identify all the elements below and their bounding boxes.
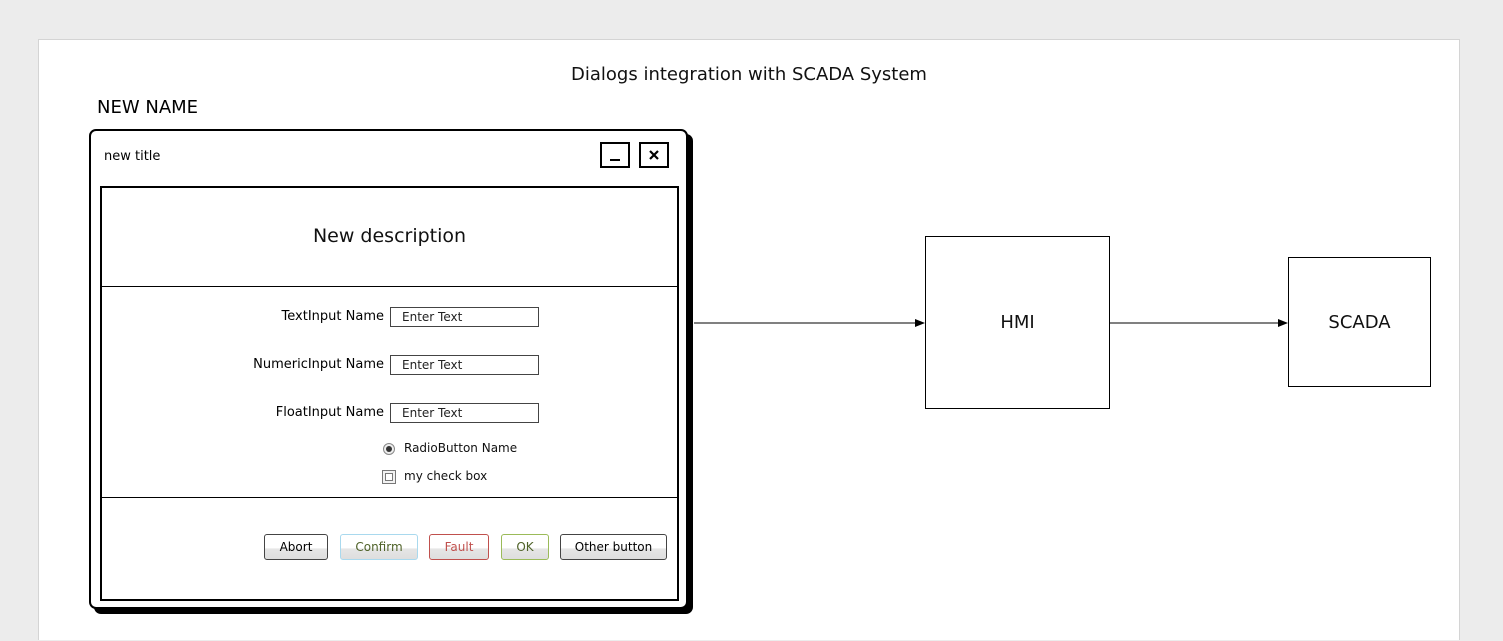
divider <box>102 497 677 498</box>
minimize-button[interactable] <box>600 142 630 168</box>
radio-button[interactable] <box>383 443 395 455</box>
field-label-float: FloatInput Name <box>275 405 384 420</box>
close-button[interactable] <box>639 142 669 168</box>
radio-label: RadioButton Name <box>404 441 518 455</box>
checkbox[interactable] <box>382 470 396 484</box>
confirm-button[interactable]: Confirm <box>340 534 418 560</box>
connector-layer <box>694 319 1288 327</box>
window-name: NEW NAME <box>97 97 199 118</box>
dialog-title: new title <box>104 149 161 164</box>
diagram-title: Dialogs integration with SCADA System <box>571 64 927 85</box>
text-input[interactable]: Enter Text <box>390 307 539 327</box>
other-button[interactable]: Other button <box>560 534 667 560</box>
field-label-text: TextInput Name <box>281 309 384 324</box>
abort-button[interactable]: Abort <box>264 534 328 560</box>
close-icon <box>649 150 659 160</box>
scada-node: SCADA <box>1288 257 1431 387</box>
checkbox-box <box>385 473 393 481</box>
field-label-numeric: NumericInput Name <box>253 357 384 372</box>
diagram-canvas: Dialogs integration with SCADA System NE… <box>38 39 1460 640</box>
divider <box>102 286 677 287</box>
dialog-window: new title New description TextInput Name… <box>89 129 688 609</box>
radio-selected-dot <box>386 446 392 452</box>
fault-button[interactable]: Fault <box>429 534 489 560</box>
checkbox-label: my check box <box>404 469 488 483</box>
numeric-input[interactable]: Enter Text <box>390 355 539 375</box>
scada-label: SCADA <box>1328 311 1391 333</box>
ok-button[interactable]: OK <box>501 534 549 560</box>
hmi-node: HMI <box>925 236 1110 409</box>
dialog-content: New description TextInput Name Enter Tex… <box>100 186 679 601</box>
minimize-icon <box>610 159 620 161</box>
float-input[interactable]: Enter Text <box>390 403 539 423</box>
hmi-label: HMI <box>1000 312 1035 333</box>
dialog-description: New description <box>312 225 467 247</box>
